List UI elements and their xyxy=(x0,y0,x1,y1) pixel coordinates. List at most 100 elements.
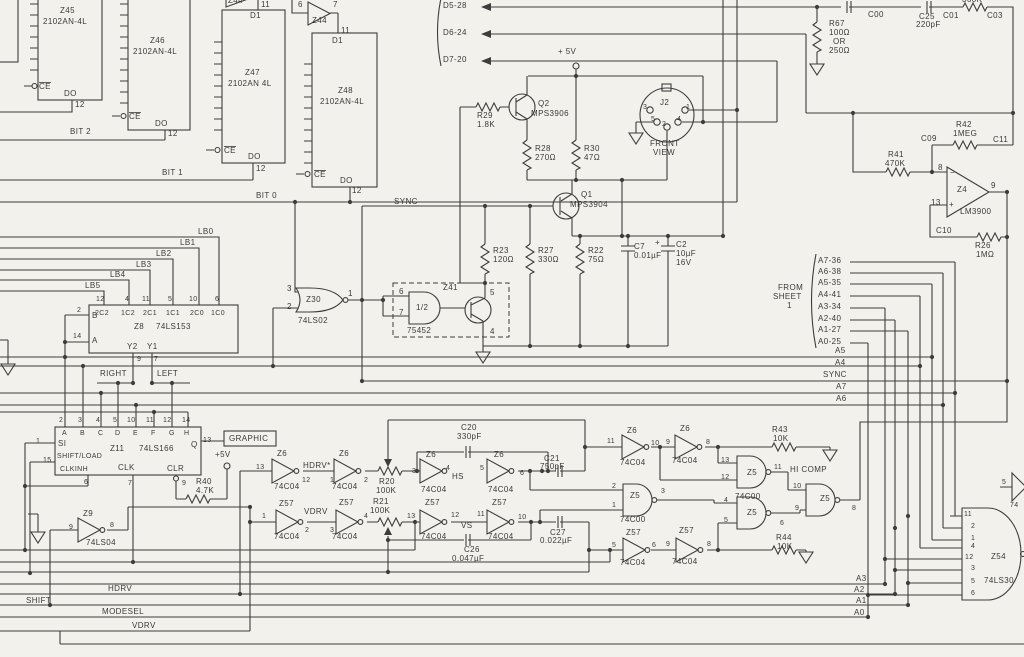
part-z8: 74LS153 xyxy=(156,322,191,331)
ref-z57e: Z57 xyxy=(626,528,641,537)
ref-z6b: Z6 xyxy=(339,449,349,458)
pin-do-z47: DO xyxy=(248,152,261,161)
resistor-r20 xyxy=(377,466,403,476)
part-z30: 74LS02 xyxy=(298,316,328,325)
pin-1-z57a: 1 xyxy=(262,513,266,520)
pin-3-z30: 3 xyxy=(287,284,292,293)
pin-8-z5c: 8 xyxy=(852,505,856,512)
gate-z54 xyxy=(961,507,1022,601)
part-z57e: 74C04 xyxy=(620,558,646,567)
pin-11-z11: 11 xyxy=(146,417,154,424)
gate-z44 xyxy=(307,1,332,26)
pin-clk-z11: CLK xyxy=(118,463,135,472)
part-z45: 2102AN-4L xyxy=(43,17,87,26)
pin-3-j2: 3 xyxy=(643,104,647,111)
val-c7: 0.01µF xyxy=(634,251,661,260)
pin-12-z57c: 12 xyxy=(451,512,460,519)
pin-2-j2: 2 xyxy=(662,121,666,128)
pin-ce-z47: CE xyxy=(224,146,236,155)
pin-1-z5d: 1 xyxy=(612,502,616,509)
ref-r23: R23 xyxy=(493,246,509,255)
val-r21: 100K xyxy=(370,506,391,515)
pin-6-z8: 6 xyxy=(215,296,219,303)
ref-c10: C10 xyxy=(936,226,952,235)
ref-c09: C09 xyxy=(921,134,937,143)
pin-2-z54: 2 xyxy=(971,523,975,530)
signal-a0-25: A0-25 xyxy=(818,337,841,346)
resistor-r26 xyxy=(976,232,1002,242)
pin-9-z4: 9 xyxy=(991,181,996,190)
part-z41: 75452 xyxy=(407,326,431,335)
ref-r30: R30 xyxy=(584,144,600,153)
part-z57c: 74C04 xyxy=(421,532,447,541)
pin-6-z57e: 6 xyxy=(652,542,656,549)
rail-5v: + 5V xyxy=(558,47,577,56)
label-view: VIEW xyxy=(653,148,675,157)
opamp-z4 xyxy=(946,166,991,218)
part-z54: 74LS30 xyxy=(984,576,1014,585)
ref-c00: C00 xyxy=(868,10,884,19)
part-z6d: 74C04 xyxy=(488,485,514,494)
ref-z44b: Z44 xyxy=(228,0,243,5)
pin-13-z57c: 13 xyxy=(407,513,416,520)
ref-r43: R43 xyxy=(772,425,788,434)
dashed-box-z41 xyxy=(392,282,510,338)
ref-r44: R44 xyxy=(776,533,792,542)
pin-12-z48: 12 xyxy=(352,186,362,195)
ref-r22: R22 xyxy=(588,246,604,255)
signal-hs: HS xyxy=(452,472,464,481)
arrow-d6 xyxy=(481,30,491,38)
pin-5-z41: 5 xyxy=(490,288,495,297)
ref-z5b: Z5 xyxy=(747,508,757,517)
pin-4-z8: 4 xyxy=(125,296,129,303)
pin-4-z5b: 4 xyxy=(724,497,728,504)
pin-9-z8: 9 xyxy=(137,356,141,363)
pin-3-z5d: 3 xyxy=(661,488,665,495)
label-half: 1/2 xyxy=(416,303,428,312)
part-z11: 74LS166 xyxy=(139,444,174,453)
transistor-q2 xyxy=(508,93,536,121)
part-z47: 2102AN 4L xyxy=(228,79,272,88)
val-r28: 270Ω xyxy=(535,153,556,162)
pin-5-z57e: 5 xyxy=(612,542,616,549)
pin-9-z5c: 9 xyxy=(795,505,799,512)
polarity-c2: + xyxy=(655,238,660,247)
connector-j2 xyxy=(639,87,695,143)
pin-7-z41: 7 xyxy=(399,308,404,317)
pin-13-z6a: 13 xyxy=(256,464,265,471)
ref-z57d: Z57 xyxy=(492,498,507,507)
pin-11-z48: 11 xyxy=(341,26,350,35)
val-r26: 1MΩ xyxy=(976,250,994,259)
pin-1-z11: 1 xyxy=(36,438,40,445)
ic-z46 xyxy=(127,0,191,131)
pin-4-j2: 4 xyxy=(677,116,681,123)
ref-r29: R29 xyxy=(477,111,493,120)
signal-bit2: BIT 2 xyxy=(70,127,91,136)
signal-d7-20: D7-20 xyxy=(443,55,467,64)
ref-z6f: Z6 xyxy=(680,424,690,433)
pin-12-z8: 12 xyxy=(96,296,105,303)
part-z57a: 74C04 xyxy=(274,532,300,541)
ref-r27: R27 xyxy=(538,246,554,255)
pin-10-z11: 10 xyxy=(127,417,136,424)
pin-12-z5a: 12 xyxy=(721,474,730,481)
resistor-r28 xyxy=(522,139,532,171)
pin-y2-z8: Y2 xyxy=(127,342,138,351)
pin-8-z6f: 8 xyxy=(706,439,710,446)
part-z4: LM3900 xyxy=(960,207,991,216)
pin-8-z57f: 8 xyxy=(707,541,711,548)
signal-hdrv-star: HDRV* xyxy=(303,461,331,470)
pin-9b-z11: 9 xyxy=(182,480,186,487)
capacitor-c2 xyxy=(660,245,676,252)
ref-z47: Z47 xyxy=(245,68,260,77)
pin-clr-z11: CLR xyxy=(167,464,184,473)
pin-12-z6a: 12 xyxy=(302,477,311,484)
pin-si-z11: SI xyxy=(58,439,66,448)
ref-z11: Z11 xyxy=(110,444,125,453)
pin-2-z30: 2 xyxy=(287,302,292,311)
pin-4-z54: 4 xyxy=(971,543,975,550)
pin-2-z8: 2 xyxy=(77,307,81,314)
ref-z45: Z45 xyxy=(60,6,75,15)
bus-a7: A7 xyxy=(836,382,847,391)
rail-5v-r40: +5V xyxy=(215,450,231,459)
